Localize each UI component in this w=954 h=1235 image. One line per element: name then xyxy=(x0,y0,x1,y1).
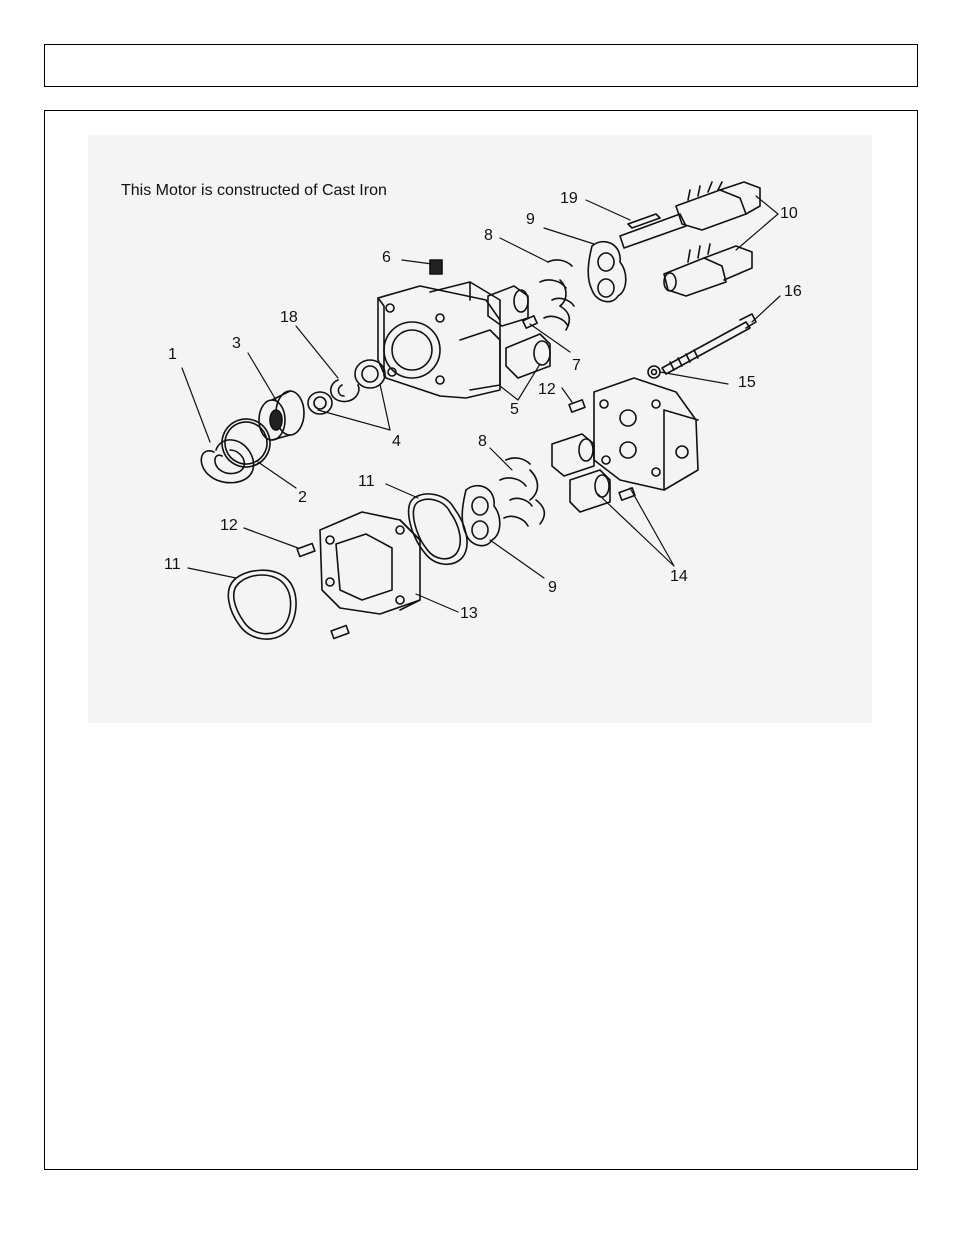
bushings-part-14 xyxy=(551,433,636,513)
seal-lower-part-11 xyxy=(227,569,297,640)
dowel-part-7 xyxy=(522,315,538,329)
material-note: This Motor is constructed of Cast Iron xyxy=(121,182,387,199)
callout-10: 10 xyxy=(780,205,798,222)
callout-6: 6 xyxy=(382,249,391,266)
header-box xyxy=(44,44,918,87)
o-ring-part-2 xyxy=(221,418,271,468)
callout-14: 14 xyxy=(670,568,688,585)
callout-11-upper: 11 xyxy=(358,473,375,490)
key-part-19 xyxy=(627,213,661,229)
callout-12-lower: 12 xyxy=(220,517,238,534)
seal-clips-upper-part-8 xyxy=(539,259,575,331)
callout-1: 1 xyxy=(168,346,177,363)
callout-11-lower: 11 xyxy=(164,556,181,573)
gear-shafts-part-10 xyxy=(619,181,761,297)
washers-part-4 xyxy=(307,359,386,415)
diagram-background xyxy=(88,135,872,723)
callout-2: 2 xyxy=(298,489,307,506)
content-frame xyxy=(44,110,918,1170)
leader-lines xyxy=(181,195,781,613)
callout-3: 3 xyxy=(232,335,241,352)
callout-8-upper: 8 xyxy=(484,227,493,244)
seal-carrier-part-3 xyxy=(258,390,305,441)
plug-part-6 xyxy=(429,259,443,275)
callout-9-upper: 9 xyxy=(526,211,535,228)
washer-part-15 xyxy=(647,365,661,379)
wear-plate-lower-part-9 xyxy=(461,484,501,547)
seal-upper-part-11 xyxy=(407,493,468,565)
snap-ring-part-1 xyxy=(200,439,255,484)
callout-15: 15 xyxy=(738,374,756,391)
callout-13: 13 xyxy=(460,605,478,622)
callout-9-lower: 9 xyxy=(548,579,557,596)
retaining-ring-part-18 xyxy=(329,379,360,403)
callout-4: 4 xyxy=(392,433,401,450)
callout-7: 7 xyxy=(572,357,581,374)
callout-18: 18 xyxy=(280,309,298,326)
front-housing xyxy=(377,281,501,399)
callout-5: 5 xyxy=(510,401,519,418)
callout-19: 19 xyxy=(560,190,578,207)
callout-12-upper: 12 xyxy=(538,381,556,398)
wear-plate-upper-part-9 xyxy=(587,240,627,303)
bolt-part-16 xyxy=(661,313,757,375)
pins-lower-part-12 xyxy=(296,542,350,640)
seal-clips-lower-part-8 xyxy=(499,457,546,527)
callout-8-lower: 8 xyxy=(478,433,487,450)
gear-housing-part-13 xyxy=(319,511,421,615)
callout-16: 16 xyxy=(784,283,802,300)
pin-upper-part-12 xyxy=(568,399,586,413)
rear-cover xyxy=(593,377,699,491)
